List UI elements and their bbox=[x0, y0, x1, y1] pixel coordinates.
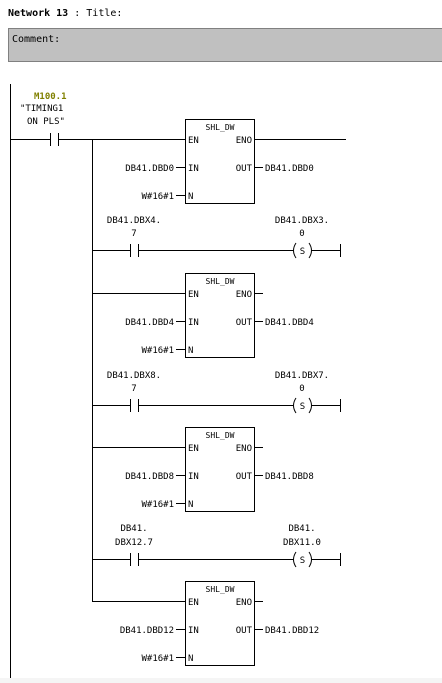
block-1-out-operand[interactable]: DB41.DBD0 bbox=[265, 164, 314, 174]
contact-1-address[interactable]: M100.1 bbox=[34, 92, 67, 102]
block-1-in-pin: IN bbox=[188, 164, 199, 174]
block-3-name: SHL_DW bbox=[206, 431, 235, 440]
block-2-eno: ENO bbox=[236, 290, 252, 300]
block-3-eno: ENO bbox=[236, 444, 252, 454]
coil-1-operand-line2[interactable]: 0 bbox=[299, 229, 304, 239]
block-2-out-pin: OUT bbox=[236, 318, 253, 328]
block-1-in-operand[interactable]: DB41.DBD0 bbox=[125, 164, 174, 174]
block-2-name: SHL_DW bbox=[206, 277, 235, 286]
block-4-in-pin: IN bbox=[188, 626, 199, 636]
block-3-en: EN bbox=[188, 444, 199, 454]
block-2-n-operand[interactable]: W#16#1 bbox=[141, 346, 174, 356]
coil-3-operand-line2[interactable]: DBX11.0 bbox=[283, 538, 321, 548]
coil-2-operand-line1[interactable]: DB41.DBX7. bbox=[275, 371, 329, 381]
coil-2-operand-line2[interactable]: 0 bbox=[299, 384, 304, 394]
block-4-en: EN bbox=[188, 598, 199, 608]
contact-2-operand-line2[interactable]: 7 bbox=[131, 229, 136, 239]
block-1-eno: ENO bbox=[236, 136, 252, 146]
shl-dw-block-4[interactable] bbox=[185, 581, 255, 666]
shl-dw-block-2[interactable] bbox=[185, 273, 255, 358]
coil-3-operand-line1[interactable]: DB41. bbox=[288, 524, 315, 534]
contact-2-operand-line1[interactable]: DB41.DBX4. bbox=[107, 216, 161, 226]
block-3-in-pin: IN bbox=[188, 472, 199, 482]
comment-label: Comment: bbox=[12, 34, 61, 45]
block-3-in-operand[interactable]: DB41.DBD8 bbox=[125, 472, 174, 482]
block-4-in-operand[interactable]: DB41.DBD12 bbox=[120, 626, 174, 636]
block-1-name: SHL_DW bbox=[206, 123, 235, 132]
block-4-out-operand[interactable]: DB41.DBD12 bbox=[265, 626, 319, 636]
block-4-out-pin: OUT bbox=[236, 626, 253, 636]
block-2-in-operand[interactable]: DB41.DBD4 bbox=[125, 318, 174, 328]
block-2-en: EN bbox=[188, 290, 199, 300]
block-2-out-operand[interactable]: DB41.DBD4 bbox=[265, 318, 314, 328]
block-4-n-pin: N bbox=[188, 654, 193, 664]
coil-1-type: S bbox=[300, 247, 305, 257]
coil-3-type: S bbox=[300, 556, 305, 566]
block-3-n-pin: N bbox=[188, 500, 193, 510]
coil-2-type: S bbox=[300, 402, 305, 412]
network-header: Network 13 : Title: bbox=[8, 8, 122, 19]
contact-3-operand-line2[interactable]: 7 bbox=[131, 384, 136, 394]
network-title[interactable]: Title: bbox=[86, 8, 123, 19]
block-2-in-pin: IN bbox=[188, 318, 199, 328]
block-3-out-pin: OUT bbox=[236, 472, 253, 482]
block-2-n-pin: N bbox=[188, 346, 193, 356]
block-1-n-pin: N bbox=[188, 192, 193, 202]
block-1-en: EN bbox=[188, 136, 199, 146]
bottom-edge bbox=[0, 678, 442, 683]
block-4-n-operand[interactable]: W#16#1 bbox=[141, 654, 174, 664]
block-4-name: SHL_DW bbox=[206, 585, 235, 594]
block-4-eno: ENO bbox=[236, 598, 252, 608]
contact-1-symbol-line2: ON PLS" bbox=[27, 117, 65, 127]
network-number[interactable]: Network 13 bbox=[8, 8, 69, 19]
shl-dw-block-1[interactable] bbox=[185, 119, 255, 204]
block-1-out-pin: OUT bbox=[236, 164, 253, 174]
contact-4-operand-line1[interactable]: DB41. bbox=[120, 524, 147, 534]
shl-dw-block-3[interactable] bbox=[185, 427, 255, 512]
block-3-out-operand[interactable]: DB41.DBD8 bbox=[265, 472, 314, 482]
coil-1-operand-line1[interactable]: DB41.DBX3. bbox=[275, 216, 329, 226]
contact-1-symbol-line1: "TIMING1 bbox=[20, 104, 63, 114]
network-title-separator: : bbox=[68, 8, 87, 19]
contact-3-operand-line1[interactable]: DB41.DBX8. bbox=[107, 371, 161, 381]
block-1-n-operand[interactable]: W#16#1 bbox=[141, 192, 174, 202]
contact-4-operand-line2[interactable]: DBX12.7 bbox=[115, 538, 153, 548]
network-comment-box[interactable]: Comment: bbox=[8, 28, 442, 62]
block-3-n-operand[interactable]: W#16#1 bbox=[141, 500, 174, 510]
